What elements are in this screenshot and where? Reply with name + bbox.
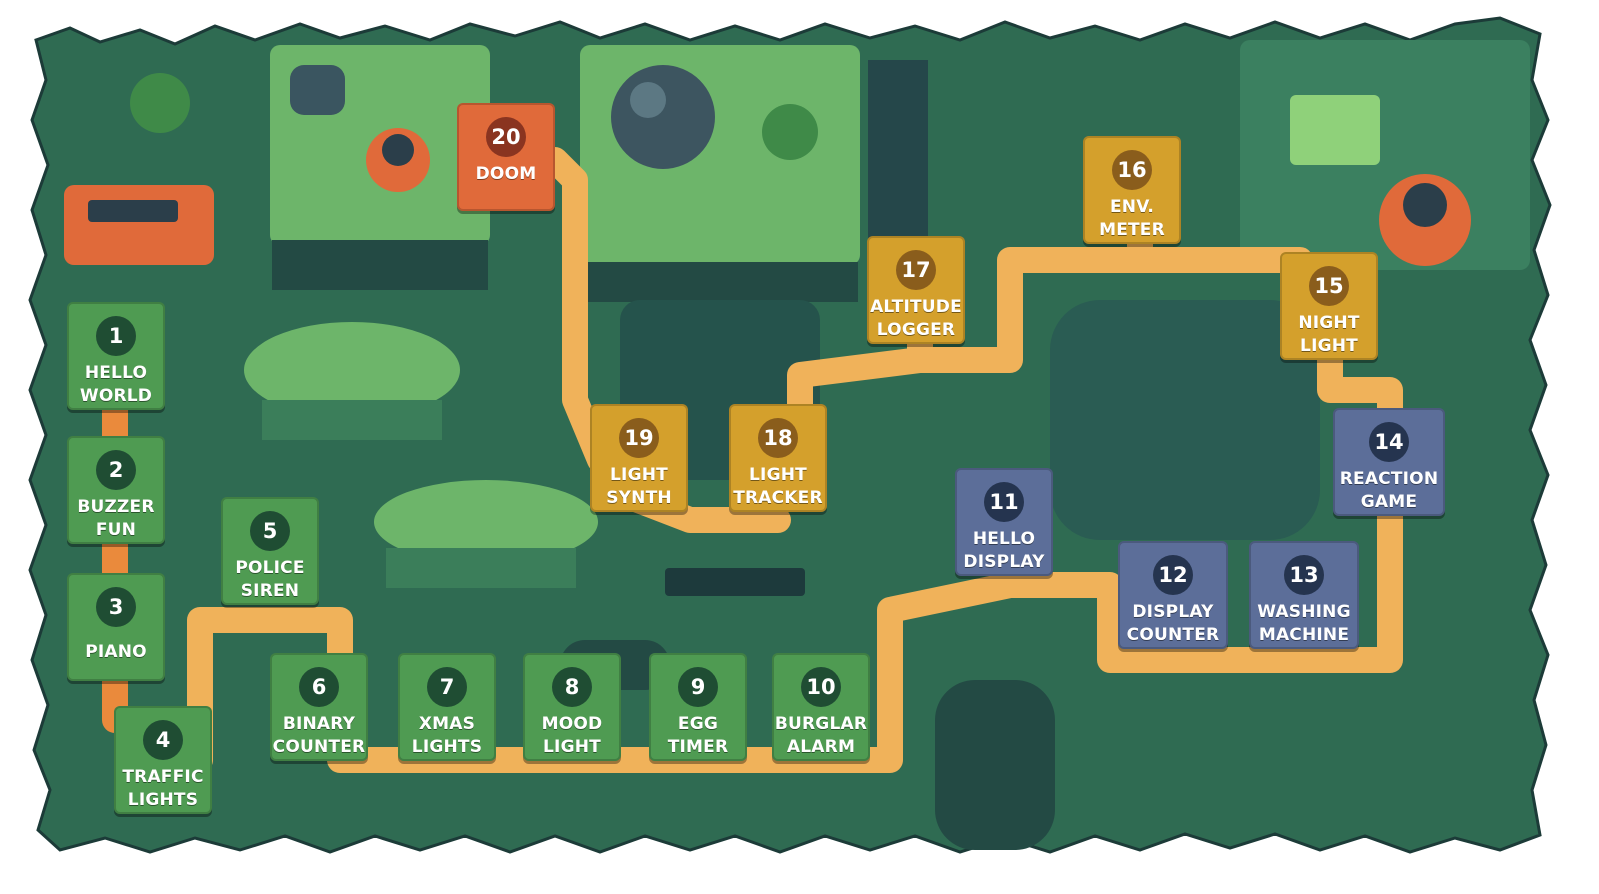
level-number-badge: 2 xyxy=(96,450,136,490)
level-number-badge: 13 xyxy=(1284,555,1324,595)
level-label: ENV. METER xyxy=(1099,197,1165,240)
level-label: MOOD LIGHT xyxy=(541,714,603,757)
level-label: WASHING MACHINE xyxy=(1257,602,1351,645)
floating-island-1-base xyxy=(262,400,442,440)
level-number-badge: 9 xyxy=(678,667,718,707)
level-number-badge: 8 xyxy=(552,667,592,707)
level-label: BINARY COUNTER xyxy=(272,714,366,757)
level-number-badge: 5 xyxy=(250,511,290,551)
level-label: HELLO WORLD xyxy=(79,363,153,406)
tunnel-right xyxy=(935,680,1055,850)
level-label: NIGHT LIGHT xyxy=(1298,313,1360,356)
plateau-center-wall xyxy=(582,262,858,302)
level-number-badge: 18 xyxy=(758,418,798,458)
big-sphere xyxy=(611,65,715,169)
level-number-badge: 11 xyxy=(984,482,1024,522)
big-sphere-highlight xyxy=(630,82,666,118)
level-label: REACTION GAME xyxy=(1339,469,1439,512)
house-left-window xyxy=(88,200,178,222)
level-label: TRAFFIC LIGHTS xyxy=(122,767,204,810)
floating-island-2-base xyxy=(386,548,576,588)
level-label: HELLO DISPLAY xyxy=(963,529,1045,572)
level-label: POLICE SIREN xyxy=(235,558,305,601)
plateau-top-center xyxy=(580,45,860,265)
dark-pit-right xyxy=(1050,300,1320,540)
level-label: BUZZER FUN xyxy=(77,497,155,540)
level-label: BURGLAR ALARM xyxy=(774,714,868,757)
road-11-14 xyxy=(997,407,1403,673)
level-number-badge: 15 xyxy=(1309,266,1349,306)
rock xyxy=(290,65,345,115)
house-left xyxy=(64,185,214,265)
level-label: DISPLAY COUNTER xyxy=(1126,602,1220,645)
level-number-badge: 12 xyxy=(1153,555,1193,595)
level-number-badge: 14 xyxy=(1369,422,1409,462)
level-number-badge: 1 xyxy=(96,316,136,356)
level-label: PIANO xyxy=(85,642,147,662)
bush-top-left xyxy=(130,73,190,133)
level-label: ALTITUDE LOGGER xyxy=(870,297,962,340)
dome-left-core xyxy=(382,134,414,166)
level-label: LIGHT SYNTH xyxy=(606,465,672,508)
plateau-left-wall xyxy=(272,240,488,290)
level-number-badge: 10 xyxy=(801,667,841,707)
level-number-badge: 20 xyxy=(486,117,526,157)
floating-island-1 xyxy=(244,322,460,418)
level-number-badge: 17 xyxy=(896,250,936,290)
level-number-badge: 3 xyxy=(96,587,136,627)
vent xyxy=(665,568,805,596)
level-label: DOOM xyxy=(475,164,537,184)
level-number-badge: 16 xyxy=(1112,150,1152,190)
level-number-badge: 19 xyxy=(619,418,659,458)
machine-right xyxy=(1290,95,1380,165)
floating-island-2 xyxy=(374,480,598,564)
level-label: EGG TIMER xyxy=(667,714,729,757)
dome-right-core xyxy=(1403,183,1447,227)
bush-top-center xyxy=(762,104,818,160)
level-number-badge: 4 xyxy=(143,720,183,760)
level-number-badge: 6 xyxy=(299,667,339,707)
level-label: LIGHT TRACKER xyxy=(733,465,823,508)
level-number-badge: 7 xyxy=(427,667,467,707)
level-label: XMAS LIGHTS xyxy=(411,714,483,757)
road-19-20 xyxy=(542,147,613,473)
